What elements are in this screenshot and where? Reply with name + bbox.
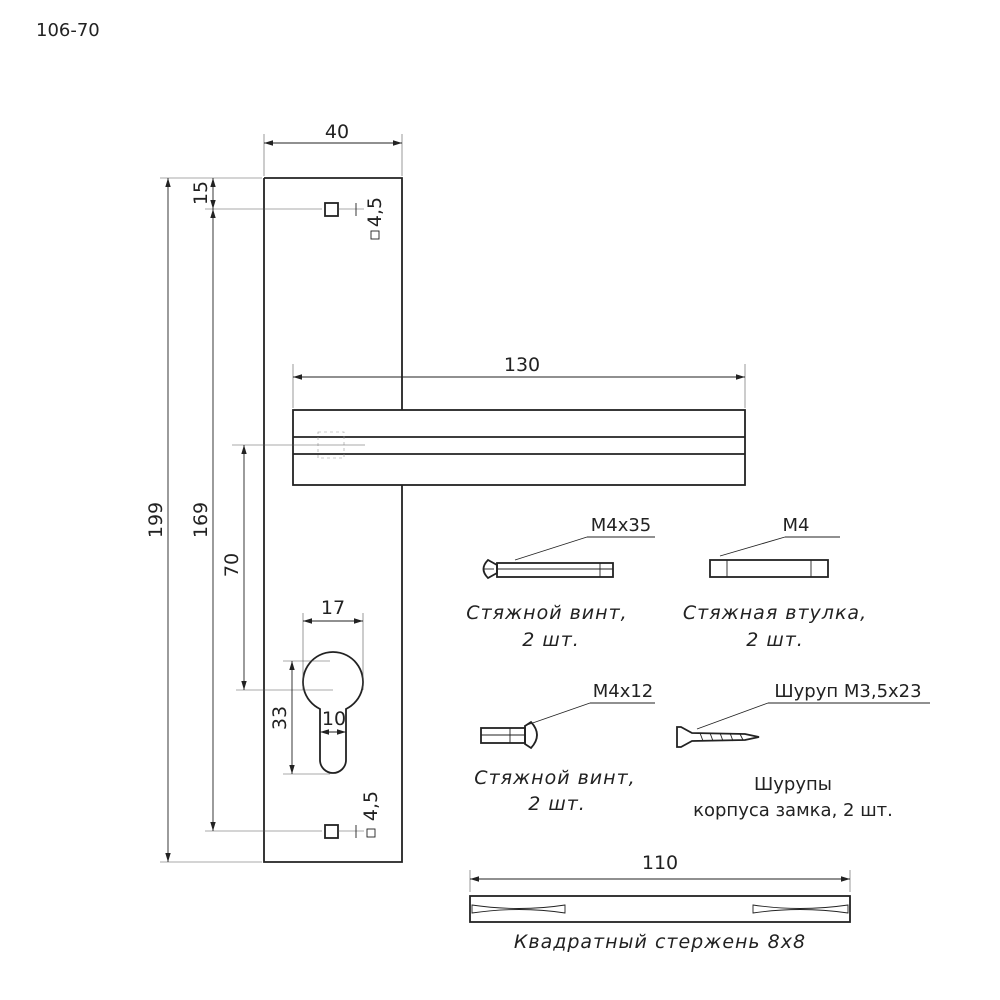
spindle-length-label: 110 [642,852,678,874]
top-mounting-hole [324,202,339,217]
bolt-short-name: Стяжной винт, [474,767,635,789]
dim-hole-spacing: 169 [190,209,322,832]
dim-hole-size-top-label: 4,5 [364,197,386,227]
dim-total-height: 199 [145,177,262,863]
bolt-long-name: Стяжной винт, [466,602,627,624]
dim-handle-length: 130 [292,354,746,408]
screw-name: Шурупы [754,774,832,795]
dim-hole-size-top: 4,5 [338,197,386,240]
screw-spec: Шуруп М3,5х23 [774,681,921,702]
bolt-short-spec: M4x12 [593,681,654,702]
sleeve-name: Стяжная втулка, [683,602,867,624]
part-screw: Шуруп М3,5х23 Шурупы корпуса замка, 2 шт… [676,681,930,821]
dim-hole-size-bottom: 4,5 [338,791,382,838]
dim-cylinder-slot-label: 10 [322,708,346,730]
dim-cylinder-width: 17 [302,597,364,690]
bottom-mounting-hole [324,824,339,839]
square-symbol-bottom [366,828,376,838]
bolt-long-qty: 2 шт. [522,629,580,651]
dim-cylinder-height-label: 33 [269,706,291,730]
screw-qty: корпуса замка, 2 шт. [693,800,893,821]
dim-top-offset-label: 15 [190,181,212,205]
dim-plate-width: 40 [263,121,403,176]
part-bolt-short: M4x12 Стяжной винт, 2 шт. [474,681,655,815]
part-bolt-long: M4x35 Стяжной винт, 2 шт. [466,515,655,651]
dim-hole-size-bottom-label: 4,5 [360,791,382,821]
part-sleeve: M4 Стяжная втулка, 2 шт. [683,515,867,651]
bolt-long-spec: M4x35 [591,515,652,536]
part-spindle: 110 Квадратный стержень 8х8 [469,852,851,953]
spindle-name: Квадратный стержень 8х8 [514,931,806,953]
dim-cylinder-width-label: 17 [321,597,345,619]
dim-total-height-label: 199 [145,502,167,538]
dim-handle-length-label: 130 [504,354,540,376]
dim-handle-to-cylinder: 70 [221,445,333,691]
sleeve-qty: 2 шт. [746,629,804,651]
dim-cylinder-slot: 10 [320,708,346,735]
dim-hole-spacing-label: 169 [190,502,212,538]
bolt-short-qty: 2 шт. [528,793,586,815]
dim-plate-width-label: 40 [325,121,349,143]
dim-handle-to-cylinder-label: 70 [221,553,243,577]
cylinder-cutout [302,651,364,774]
model-code: 106-70 [36,20,100,41]
back-plate [263,177,403,863]
handle-lever [232,409,746,486]
square-symbol-top [370,230,380,240]
dim-top-offset: 15 [190,178,322,210]
dim-cylinder-height: 33 [269,660,330,775]
sleeve-spec: M4 [783,515,810,536]
